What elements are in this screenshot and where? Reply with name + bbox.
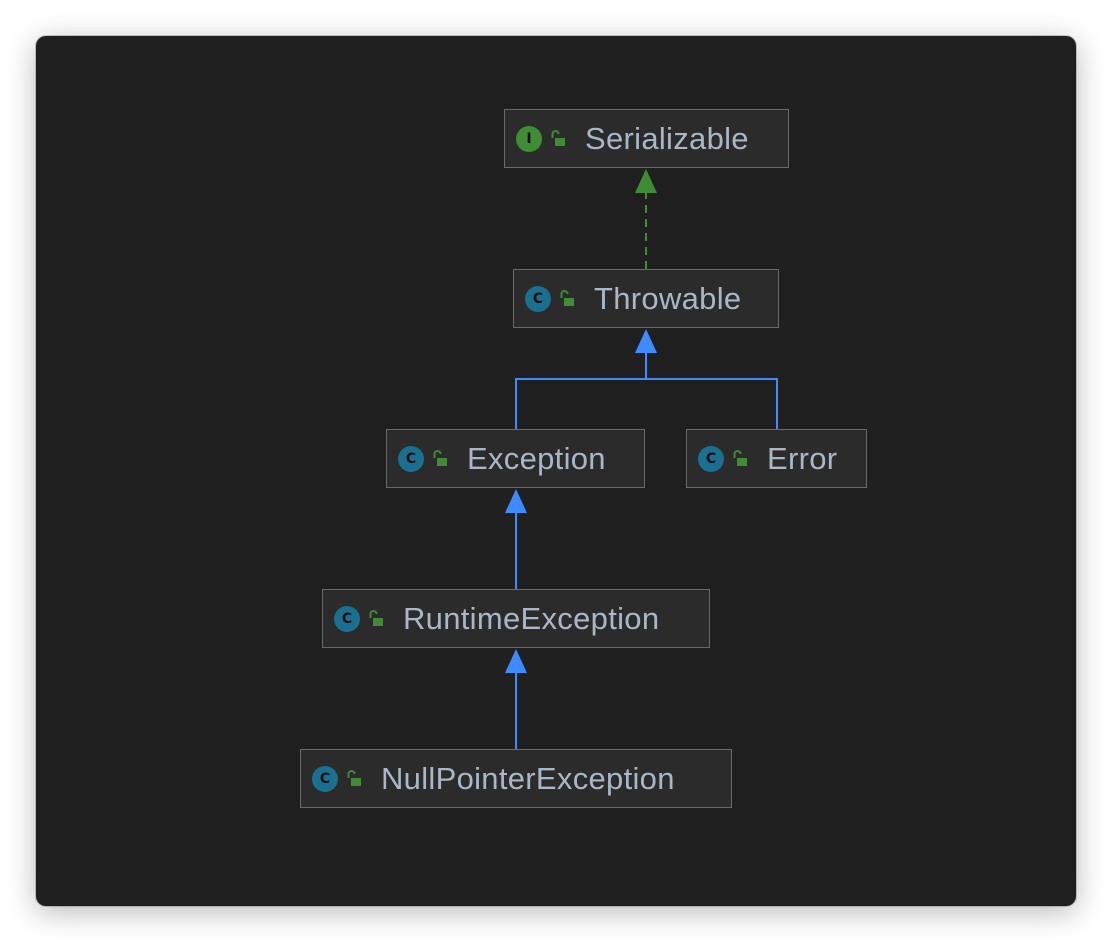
node-label: Error — [767, 440, 838, 476]
node-label: Throwable — [594, 280, 742, 316]
node-serializable[interactable]: I Serializable — [504, 109, 789, 168]
node-label: RuntimeException — [403, 600, 660, 636]
edges-layer — [505, 169, 778, 749]
node-exception[interactable]: C Exception — [386, 429, 645, 488]
public-lock-icon — [551, 129, 565, 146]
public-lock-icon — [369, 609, 383, 626]
public-lock-icon — [733, 449, 747, 466]
node-label: NullPointerException — [381, 760, 675, 796]
extends-arrowhead — [505, 649, 527, 673]
public-lock-icon — [433, 449, 447, 466]
node-label: Serializable — [585, 120, 749, 156]
edge-npe-extends-runtime — [505, 649, 527, 749]
node-runtime-exception[interactable]: C RuntimeException — [322, 589, 710, 648]
diagram-window: I Serializable C Throwable C Exception C… — [36, 36, 1076, 906]
public-lock-icon — [560, 289, 574, 306]
extends-arrowhead — [505, 489, 527, 513]
class-badge-icon: C — [312, 765, 338, 792]
node-null-pointer-exception[interactable]: C NullPointerException — [300, 749, 732, 808]
class-badge-icon: C — [398, 445, 424, 472]
node-throwable[interactable]: C Throwable — [513, 269, 779, 328]
class-badge-icon: C — [334, 605, 360, 632]
edge-exception-error-extends-throwable — [515, 329, 778, 429]
edge-runtime-extends-exception — [505, 489, 527, 589]
node-label: Exception — [467, 440, 606, 476]
public-lock-icon — [347, 769, 361, 786]
extends-arrowhead — [635, 329, 657, 353]
class-badge-icon: C — [698, 445, 724, 472]
edge-throwable-implements-serializable — [635, 169, 657, 269]
extends-bracket-line — [515, 378, 778, 429]
interface-badge-icon: I — [516, 125, 542, 152]
class-badge-icon: C — [525, 285, 551, 312]
implements-arrowhead — [635, 169, 657, 193]
node-error[interactable]: C Error — [686, 429, 867, 488]
